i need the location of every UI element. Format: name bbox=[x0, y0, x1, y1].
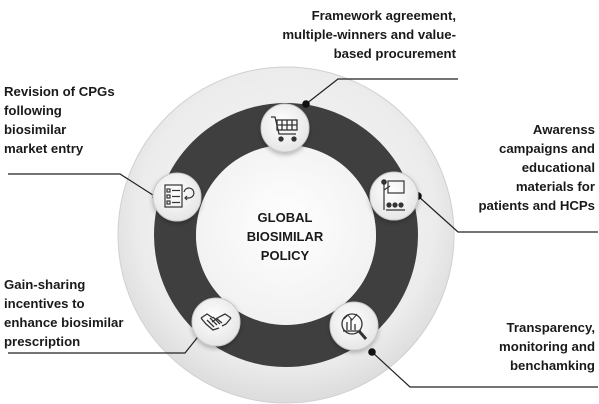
leader-line-gain-sharing bbox=[8, 332, 202, 354]
label-procurement: Framework agreement, multiple-winners an… bbox=[282, 8, 456, 61]
handshake-icon bbox=[200, 313, 232, 331]
leader-line-procurement bbox=[305, 78, 458, 105]
leader-line-cpgs bbox=[8, 173, 157, 198]
center-title-line-2: BIOSIMILAR bbox=[246, 229, 324, 244]
label-transparency: Transparency, monitoring and benchamking bbox=[499, 320, 595, 373]
node-gain-sharing bbox=[191, 297, 241, 347]
presentation-icon bbox=[381, 179, 405, 211]
center-title-line-3: POLICY bbox=[260, 248, 310, 263]
node-awareness bbox=[369, 171, 419, 221]
node-transparency bbox=[329, 301, 379, 351]
center-title: GLOBAL BIOSIMILAR POLICY bbox=[230, 208, 340, 265]
leader-dot-transparency bbox=[368, 348, 376, 356]
label-awareness: Awarenss campaigns and educational mater… bbox=[478, 122, 595, 213]
label-cpgs: Revision of CPGs following biosimilar ma… bbox=[4, 84, 115, 156]
center-title-line-1: GLOBAL bbox=[257, 210, 313, 225]
inner-disc bbox=[196, 145, 376, 325]
leader-lines bbox=[8, 78, 598, 388]
leader-line-awareness bbox=[417, 195, 598, 233]
node-procurement bbox=[260, 103, 310, 153]
checklist-icon bbox=[164, 184, 195, 208]
leader-dot-procurement bbox=[302, 100, 310, 108]
magnifier-chart-icon bbox=[341, 313, 368, 340]
leader-line-transparency bbox=[371, 351, 598, 388]
shopping-cart-icon bbox=[271, 116, 298, 142]
label-gain-sharing: Gain-sharing incentives to enhance biosi… bbox=[4, 277, 124, 349]
